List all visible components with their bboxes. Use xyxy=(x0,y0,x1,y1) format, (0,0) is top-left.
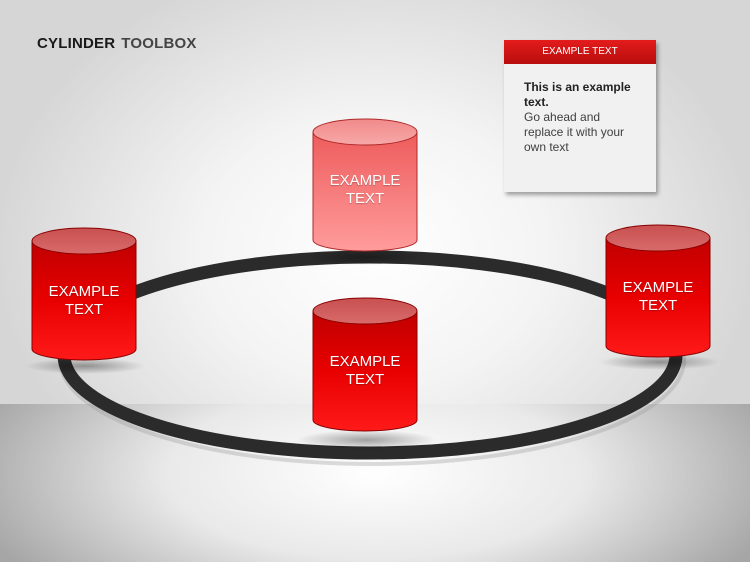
page-title: CYLINDER TOOLBOX xyxy=(37,35,197,52)
cylinder-left-label: EXAMPLE TEXT xyxy=(32,283,136,319)
cylinder-center xyxy=(312,297,418,432)
cylinder-top-label-line-1: EXAMPLE xyxy=(329,172,401,189)
note-header: EXAMPLE TEXT xyxy=(504,40,656,64)
cylinder-center-shadow xyxy=(296,430,436,450)
cylinder-center-label-line-1: EXAMPLE xyxy=(329,353,401,370)
cylinder-left-label-line-1: EXAMPLE xyxy=(48,283,120,300)
cylinder-top-label-line-2: TEXT xyxy=(345,190,385,207)
cylinder-top-shadow xyxy=(305,249,425,265)
note-box: EXAMPLE TEXT This is an example text. Go… xyxy=(504,40,656,192)
cylinder-top xyxy=(312,118,418,252)
cylinder-top-label: EXAMPLE TEXT xyxy=(313,172,417,208)
cylinder-right-label-line-1: EXAMPLE xyxy=(622,279,694,296)
cylinder-right xyxy=(605,224,711,358)
title-part-1: CYLINDER xyxy=(37,35,116,52)
cylinder-center-label-line-2: TEXT xyxy=(345,371,385,388)
cylinder-right-label-line-2: TEXT xyxy=(638,297,678,314)
note-body: This is an example text. Go ahead and re… xyxy=(504,64,656,155)
cylinder-right-label: EXAMPLE TEXT xyxy=(606,279,710,315)
note-text: Go ahead and replace it with your own te… xyxy=(524,110,625,154)
title-part-2: TOOLBOX xyxy=(121,35,197,52)
note-bold-text: This is an example text. xyxy=(524,80,631,109)
cylinder-right-shadow xyxy=(600,354,720,370)
cylinder-left-label-line-2: TEXT xyxy=(64,301,104,318)
cylinder-left xyxy=(31,227,137,361)
cylinder-left-shadow xyxy=(25,358,145,374)
cylinder-center-label: EXAMPLE TEXT xyxy=(313,353,417,389)
